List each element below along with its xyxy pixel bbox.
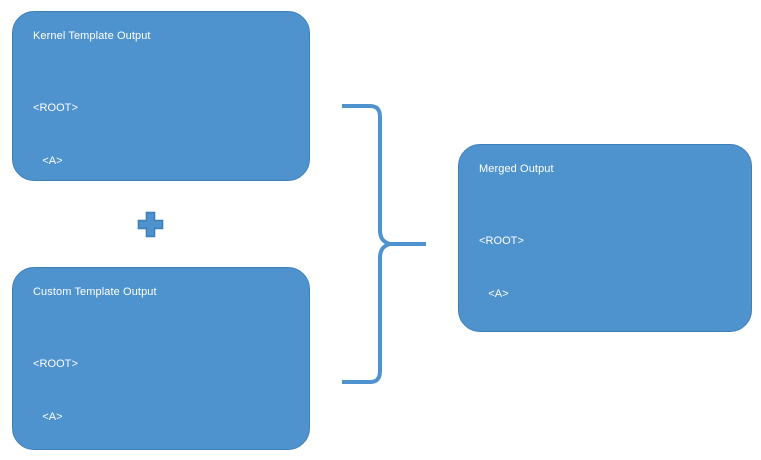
code-line: <B>Hello</B> (479, 340, 567, 352)
code-line: <B>Hello</B> (33, 207, 121, 219)
code-line: <A> (33, 410, 63, 423)
code-line: <A> (479, 287, 509, 300)
plus-icon (137, 211, 164, 238)
panel-code-custom: <ROOT> <A> <B merge:matcher="SKIP"> Welc… (33, 321, 289, 460)
panel-merged-output: Merged Output <ROOT> <A> <B>Hello</B> <B… (458, 144, 752, 457)
panel-kernel-template-output: Kernel Template Output <ROOT> <A> <B>Hel… (12, 11, 310, 377)
panel-code-merged: <ROOT> <A> <B>Hello</B> <B>World</B> <B>… (479, 198, 731, 460)
code-line: <ROOT> (33, 358, 78, 370)
right-curly-brace-icon (336, 96, 436, 392)
code-line: <ROOT> (479, 235, 524, 247)
panel-title-custom: Custom Template Output (33, 286, 157, 298)
code-line: <B>World</B> (479, 392, 571, 405)
code-line: <ROOT> (33, 102, 78, 114)
panel-title-merged: Merged Output (479, 163, 554, 175)
panel-custom-template-output: Custom Template Output <ROOT> <A> <B mer… (12, 267, 310, 450)
panel-title-kernel: Kernel Template Output (33, 30, 151, 42)
code-line: <A> (33, 154, 63, 167)
code-line: <B>Welcome to</B> (479, 445, 600, 457)
